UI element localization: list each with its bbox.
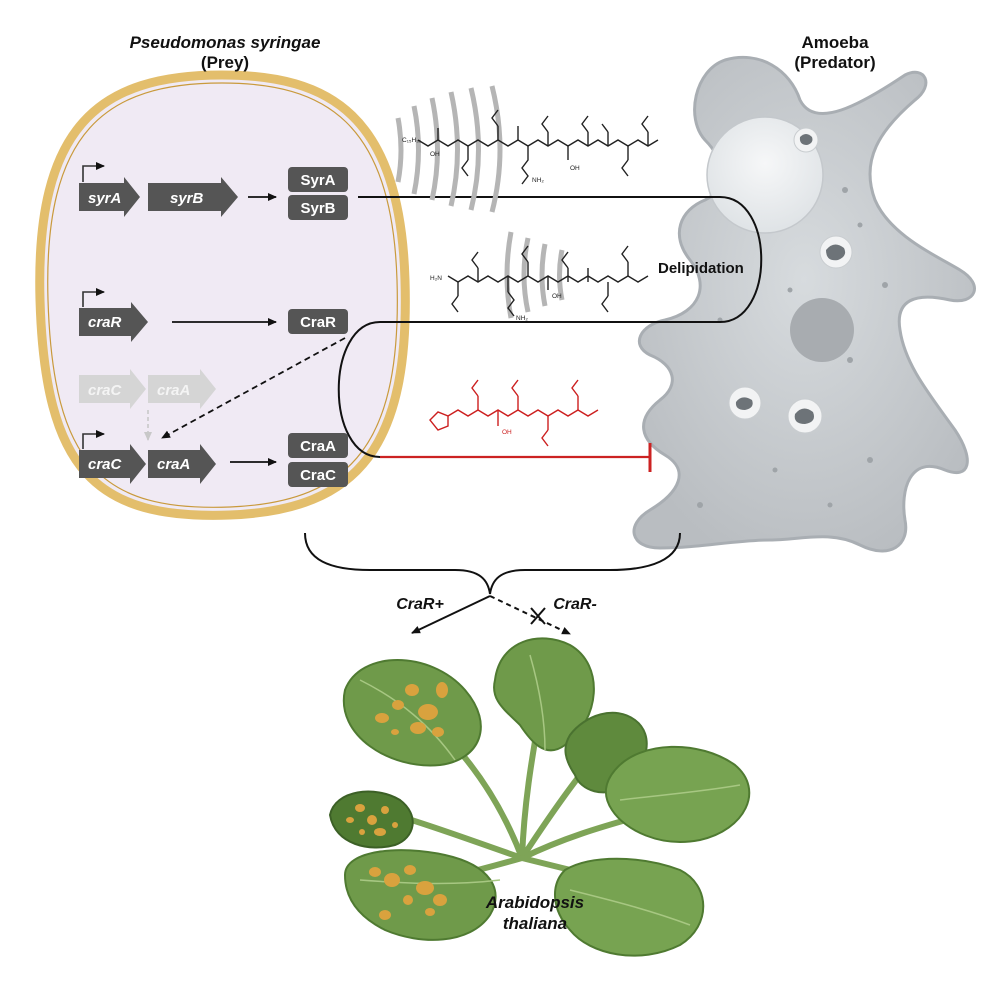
- chem-nh2-label-2: NH₂: [516, 315, 528, 322]
- leaf-right-large: [604, 745, 751, 843]
- amoeba: [632, 55, 976, 553]
- prey-subtitle: (Prey): [200, 53, 250, 72]
- protein-label-SyrB: SyrB: [300, 200, 335, 217]
- amoeba-nucleus: [790, 298, 854, 362]
- prey-title: Pseudomonas syringae: [129, 33, 321, 52]
- amoeba-granule: [697, 502, 703, 508]
- gene-label-syrB: syrB: [170, 190, 204, 207]
- syr-operon: syrA syrB: [79, 162, 238, 217]
- amoeba-granule: [867, 457, 873, 463]
- gene-label-craA-faint: craA: [157, 382, 190, 399]
- lipopeptide-structure-1: [417, 109, 659, 185]
- lipopeptide-structure-2: [447, 245, 649, 317]
- cra-operon-active: craC craA: [79, 430, 216, 484]
- amoeba-food-particle-2: [826, 244, 846, 261]
- leaf-vein: [569, 889, 691, 926]
- craR-activation-dashed-arrow: [161, 337, 346, 439]
- promoter-arrow-craR: [82, 288, 105, 307]
- cell-envelope-inner-line: [47, 82, 398, 508]
- signal-waves-delipidated: [504, 231, 565, 319]
- outcome-label-positive: CraR+: [396, 596, 444, 613]
- leaf-vein: [619, 784, 741, 801]
- predator-subtitle: (Predator): [794, 53, 876, 72]
- amoeba-food-particle-4: [794, 408, 814, 424]
- gene-craC-faint: [79, 369, 146, 409]
- protein-label-CraR: CraR: [300, 314, 336, 331]
- chem-oh-label-4: OH: [502, 429, 512, 436]
- chem-nh2-label-1: NH₂: [532, 177, 544, 184]
- gene-craC: [79, 444, 146, 484]
- protein-CraC: CraC: [288, 462, 348, 487]
- promoter-arrow-syr: [82, 162, 105, 182]
- protein-CraR: CraR: [288, 309, 348, 334]
- arabidopsis-plant: [328, 637, 751, 957]
- protein-SyrB: SyrB: [288, 195, 348, 220]
- amoeba-food-particle-3: [735, 397, 753, 410]
- gene-craA: [148, 444, 216, 484]
- amoeba-granule: [842, 187, 848, 193]
- gene-label-craC-faint: craC: [88, 382, 123, 399]
- delipidation-label: Delipidation: [658, 260, 744, 277]
- amoeba-granule: [772, 467, 778, 473]
- protein-SyrA: SyrA: [288, 167, 348, 192]
- blocked-cross-icon: [530, 607, 546, 625]
- amoeba-granule: [787, 287, 793, 293]
- amoeba-granule: [827, 502, 833, 508]
- amoeba-granule: [857, 222, 863, 228]
- plant-name-line2: thaliana: [502, 914, 568, 933]
- gene-label-craA: craA: [157, 456, 190, 473]
- delipidation-pathway-line: [337, 196, 763, 458]
- gene-label-craC: craC: [88, 456, 123, 473]
- chem-oh-label-3: OH: [552, 293, 562, 300]
- signal-waves-syringafactin: [395, 85, 503, 213]
- amoeba-granule: [847, 357, 853, 363]
- chem-oh-label-1: OH: [430, 151, 440, 158]
- amoeba-granule: [882, 282, 888, 288]
- gene-label-craR: craR: [88, 314, 122, 331]
- promoter-arrow-cra: [82, 430, 105, 449]
- leaf-top-left: [342, 659, 482, 767]
- convergence-brace: [304, 532, 681, 595]
- bacterial-cell: [35, 70, 410, 520]
- protein-label-CraC: CraC: [300, 467, 336, 484]
- amoeba-vacuole-large: [706, 116, 824, 234]
- lipopeptide-structure-3-red: [429, 379, 599, 447]
- protein-label-CraA: CraA: [300, 438, 336, 455]
- disease-lesions: [346, 682, 448, 920]
- gene-label-syrA: syrA: [88, 190, 121, 207]
- protein-CraA: CraA: [288, 433, 348, 458]
- leaf-vein: [529, 654, 546, 751]
- cra-operon-inactive: craC craA: [79, 369, 216, 441]
- chem-h2n-label: H₂N: [430, 275, 442, 282]
- craR-gene-group: craR: [79, 288, 148, 342]
- amoeba-food-particle-1: [799, 134, 813, 145]
- chem-oh-label-2: OH: [570, 165, 580, 172]
- chem-tail-label: C₁₅H₃₁: [402, 137, 422, 144]
- outcome-arrow-positive: [411, 595, 491, 634]
- predator-title: Amoeba: [801, 33, 869, 52]
- gene-syrB: [148, 177, 238, 217]
- protein-label-SyrA: SyrA: [300, 172, 335, 189]
- plant-name-line1: Arabidopsis: [485, 893, 585, 912]
- gene-craR: [79, 302, 148, 342]
- outcome-arrow-negative: [489, 595, 571, 635]
- gene-craA-faint: [148, 369, 216, 409]
- leaf-bottom-right: [553, 857, 705, 957]
- outcome-label-negative: CraR-: [553, 596, 597, 613]
- gene-syrA: [79, 177, 140, 217]
- leaf-vein: [359, 679, 456, 761]
- cell-envelope: [35, 70, 410, 520]
